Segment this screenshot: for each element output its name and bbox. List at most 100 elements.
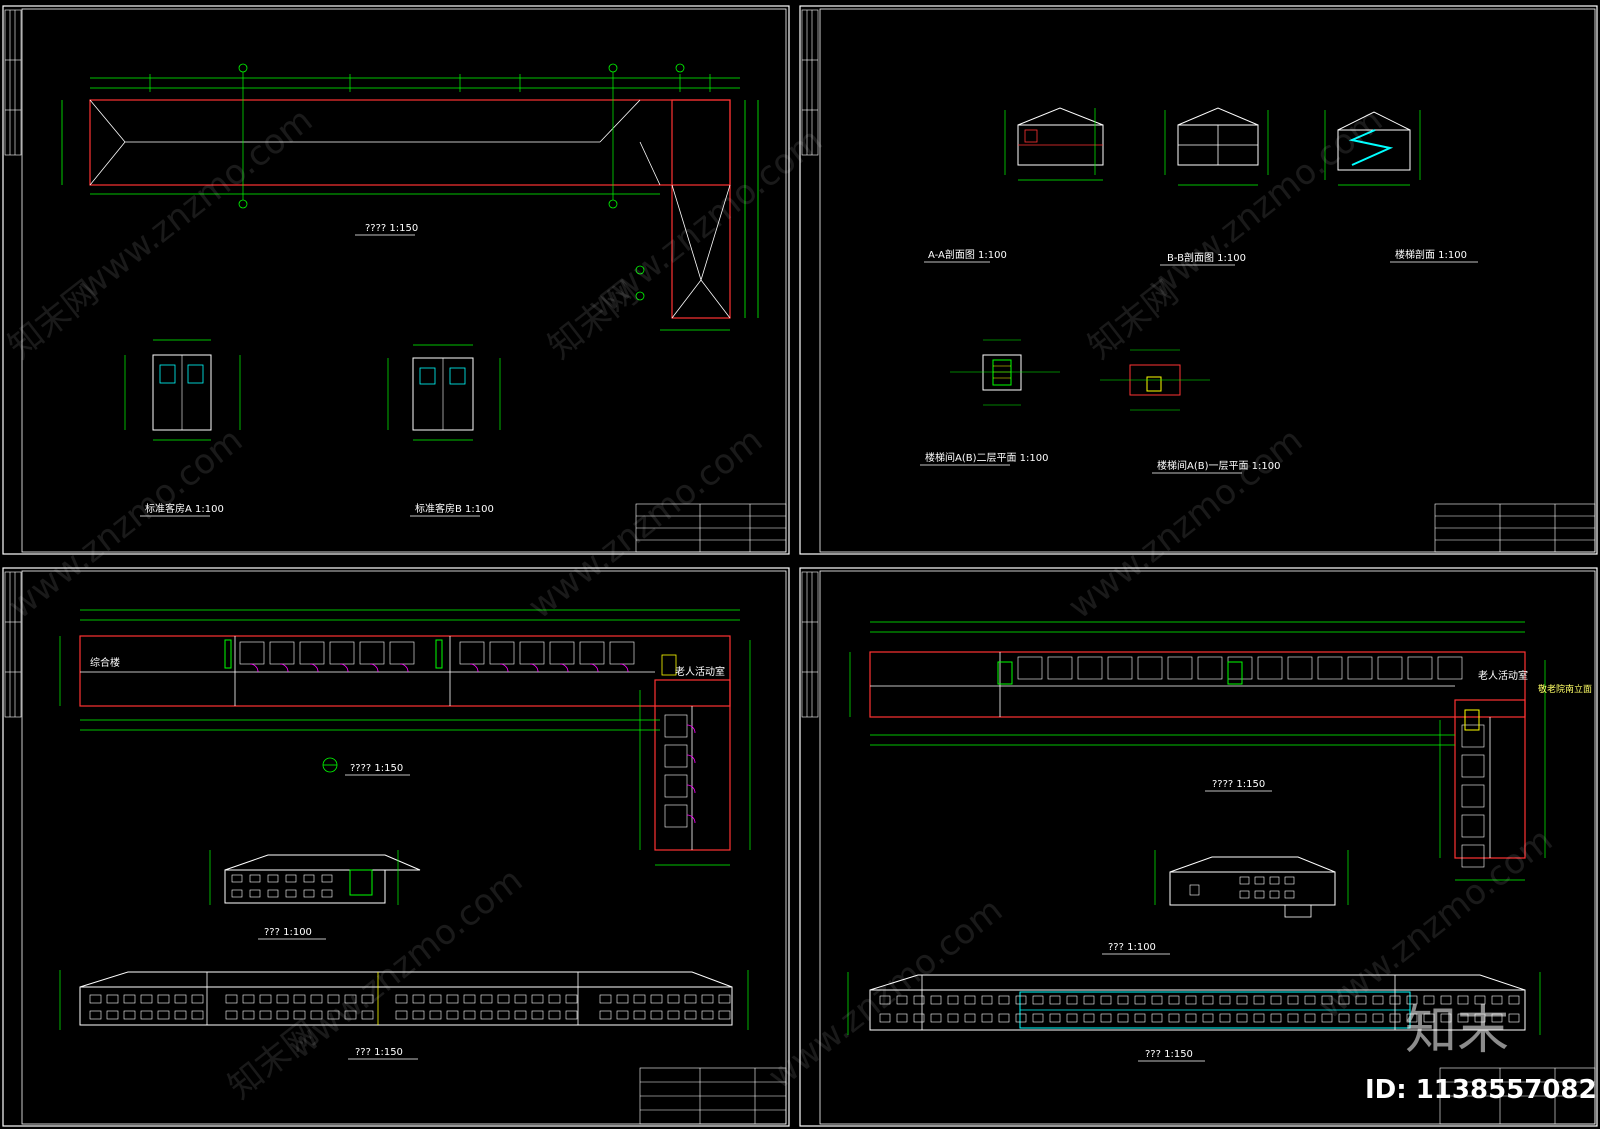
room-cell: [1461, 724, 1485, 748]
window-icon: [1066, 995, 1078, 1005]
window-icon: [429, 994, 442, 1004]
window-icon: [531, 994, 544, 1004]
label-main-elevation-2: ??? 1:150: [1145, 1049, 1193, 1060]
window-icon: [276, 994, 289, 1004]
section-stair: [1324, 110, 1421, 186]
window-icon: [140, 1010, 153, 1020]
room-label-activity-2: 老人活动室: [1478, 669, 1528, 682]
window-icon: [1134, 995, 1146, 1005]
sheet-side-stamp-4: [801, 571, 819, 718]
sheet-side-stamp-3: [4, 571, 22, 718]
window-icon: [89, 1010, 102, 1020]
window-icon: [259, 994, 272, 1004]
window-icon: [1440, 1013, 1452, 1023]
window-icon: [1389, 995, 1401, 1005]
room-cell: [1047, 656, 1073, 680]
label-floor-plan-2: ???? 1:150: [1212, 779, 1265, 790]
window-icon: [1338, 1013, 1350, 1023]
window-icon: [174, 1010, 187, 1020]
room-cell: [1317, 656, 1343, 680]
main-elevation-1: [59, 970, 749, 1030]
room-cell: [1461, 784, 1485, 808]
label-room-b: 标准客房B 1:100: [415, 502, 494, 515]
window-icon: [310, 994, 323, 1004]
window-icon: [1151, 995, 1163, 1005]
window-icon: [718, 1010, 731, 1020]
section-bb: [1164, 107, 1269, 186]
window-icon: [1236, 995, 1248, 1005]
window-icon: [1049, 1013, 1061, 1023]
window-icon: [480, 994, 493, 1004]
window-icon: [344, 1010, 357, 1020]
title-block-3: [639, 1067, 787, 1125]
window-icon: [1134, 1013, 1146, 1023]
window-icon: [293, 994, 306, 1004]
label-section-bb: B-B剖面图 1:100: [1167, 251, 1246, 264]
room-cell: [1461, 844, 1485, 868]
window-icon: [616, 994, 629, 1004]
main-elevation-2-windows: [879, 995, 1520, 1023]
window-icon: [565, 994, 578, 1004]
room-cell: [1107, 656, 1133, 680]
window-icon: [293, 1010, 306, 1020]
window-icon: [998, 995, 1010, 1005]
label-side-elevation-2: ??? 1:100: [1108, 942, 1156, 953]
window-icon: [89, 994, 102, 1004]
window-icon: [1423, 1013, 1435, 1023]
window-icon: [1270, 1013, 1282, 1023]
window-icon: [1372, 1013, 1384, 1023]
window-icon: [1185, 995, 1197, 1005]
label-side-elevation-1: ??? 1:100: [264, 927, 312, 938]
window-icon: [1185, 1013, 1197, 1023]
side-elevation-2-windows: [1189, 876, 1295, 899]
window-icon: [327, 1010, 340, 1020]
window-icon: [1117, 995, 1129, 1005]
label-floor-plan-1: ???? 1:150: [350, 763, 403, 774]
window-icon: [1015, 995, 1027, 1005]
window-icon: [327, 994, 340, 1004]
room-label-activity: 老人活动室: [675, 665, 725, 678]
window-icon: [599, 994, 612, 1004]
window-icon: [429, 1010, 442, 1020]
room-cell: [1017, 656, 1043, 680]
room-cell: [1437, 656, 1463, 680]
window-icon: [896, 995, 908, 1005]
title-block-2: [1434, 503, 1596, 553]
window-icon: [412, 994, 425, 1004]
window-icon: [964, 1013, 976, 1023]
window-icon: [667, 1010, 680, 1020]
window-icon: [548, 1010, 561, 1020]
window-icon: [650, 1010, 663, 1020]
window-icon: [1168, 995, 1180, 1005]
floor-plan-2-rooms: [1017, 656, 1485, 868]
window-icon: [1440, 995, 1452, 1005]
window-icon: [157, 994, 170, 1004]
floor-plan-1-walls: [59, 609, 751, 866]
room-plan-b: [387, 344, 501, 441]
window-icon: [616, 1010, 629, 1020]
room-cell: [1077, 656, 1103, 680]
roof-axis-ticks: [149, 72, 711, 200]
room-plan-a: [124, 339, 241, 441]
window-icon: [565, 1010, 578, 1020]
room-cell: [1461, 754, 1485, 778]
title-block: [635, 503, 787, 553]
window-icon: [242, 1010, 255, 1020]
window-icon: [879, 995, 891, 1005]
label-roof-plan: ???? 1:150: [365, 223, 418, 234]
room-cell: [1347, 656, 1373, 680]
window-icon: [930, 1013, 942, 1023]
roof-axis-bubbles: [238, 63, 685, 301]
window-icon: [259, 1010, 272, 1020]
window-icon: [633, 994, 646, 1004]
label-section-aa: A-A剖面图 1:100: [928, 248, 1007, 261]
window-icon: [981, 995, 993, 1005]
roof-plan-outline: [61, 77, 759, 331]
stair-plan-1f: [1100, 349, 1210, 411]
window-icon: [1270, 995, 1282, 1005]
window-icon: [667, 994, 680, 1004]
window-icon: [463, 994, 476, 1004]
window-icon: [1304, 995, 1316, 1005]
window-icon: [1474, 995, 1486, 1005]
